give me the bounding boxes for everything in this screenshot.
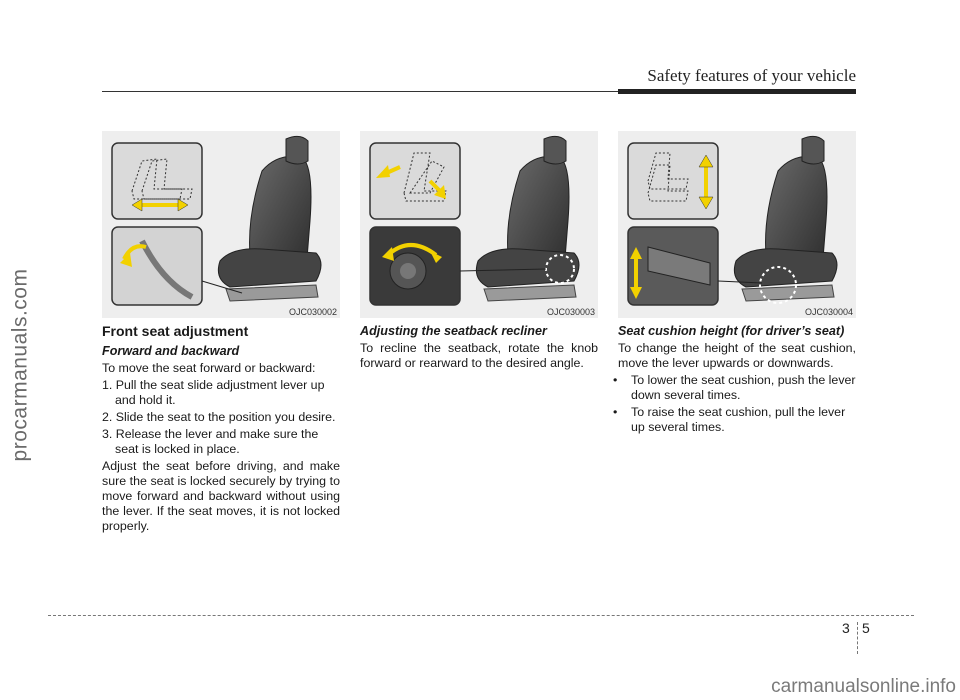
chapter-number: 3 (842, 620, 850, 636)
image-code: OJC030002 (288, 307, 337, 317)
seat-recline-figure: OJC030003 (360, 131, 598, 318)
list-item: 1. Pull the seat slide adjustment lever … (102, 378, 325, 407)
list-item: 3. Release the lever and make sure the s… (102, 427, 319, 456)
list-item: To raise the seat cushion, pull the leve… (618, 405, 856, 435)
side-watermark: procarmanuals.com (8, 268, 31, 462)
page-header-title: Safety features of your vehicle (647, 66, 856, 85)
subsection-heading: Adjusting the seatback recliner (360, 324, 547, 338)
bullet-list: To lower the seat cushion, push the leve… (618, 373, 856, 435)
list-item: 2. Slide the seat to the position you de… (102, 410, 336, 424)
seat-height-figure: OJC030004 (618, 131, 856, 318)
note-text: Adjust the seat before driving, and make… (102, 459, 340, 533)
subsection-heading: Seat cushion height (for driver’s seat) (618, 324, 845, 338)
subsection-heading: Forward and backward (102, 344, 240, 358)
page-number: 5 (862, 620, 870, 636)
column-cushion-height: Seat cushion height (for driver’s seat) … (618, 323, 856, 437)
page-number-separator (857, 622, 858, 654)
body-text: To recline the seatback, rotate the knob… (360, 341, 598, 370)
section-heading: Front seat adjustment (102, 323, 249, 339)
footer-rule (48, 615, 914, 616)
image-code: OJC030004 (804, 307, 853, 317)
seat-slide-figure: OJC030002 (102, 131, 340, 318)
intro-text: To move the seat forward or backward: (102, 361, 316, 375)
body-text: To change the height of the seat cushion… (618, 341, 856, 370)
seat-height-illustration-icon (627, 135, 838, 306)
column-recliner: Adjusting the seatback recliner To recli… (360, 323, 598, 373)
steps-list: 1. Pull the seat slide adjustment lever … (102, 378, 340, 457)
list-item: To lower the seat cushion, push the leve… (618, 373, 856, 403)
image-code: OJC030003 (546, 307, 595, 317)
seat-slide-illustration-icon (111, 135, 322, 306)
header-rule (102, 91, 856, 92)
column-forward-backward: Front seat adjustment Forward and backwa… (102, 323, 340, 536)
bottom-watermark: carmanualsonline.info (771, 676, 956, 697)
header-rule-accent (618, 89, 856, 94)
seat-recline-illustration-icon (369, 135, 580, 306)
